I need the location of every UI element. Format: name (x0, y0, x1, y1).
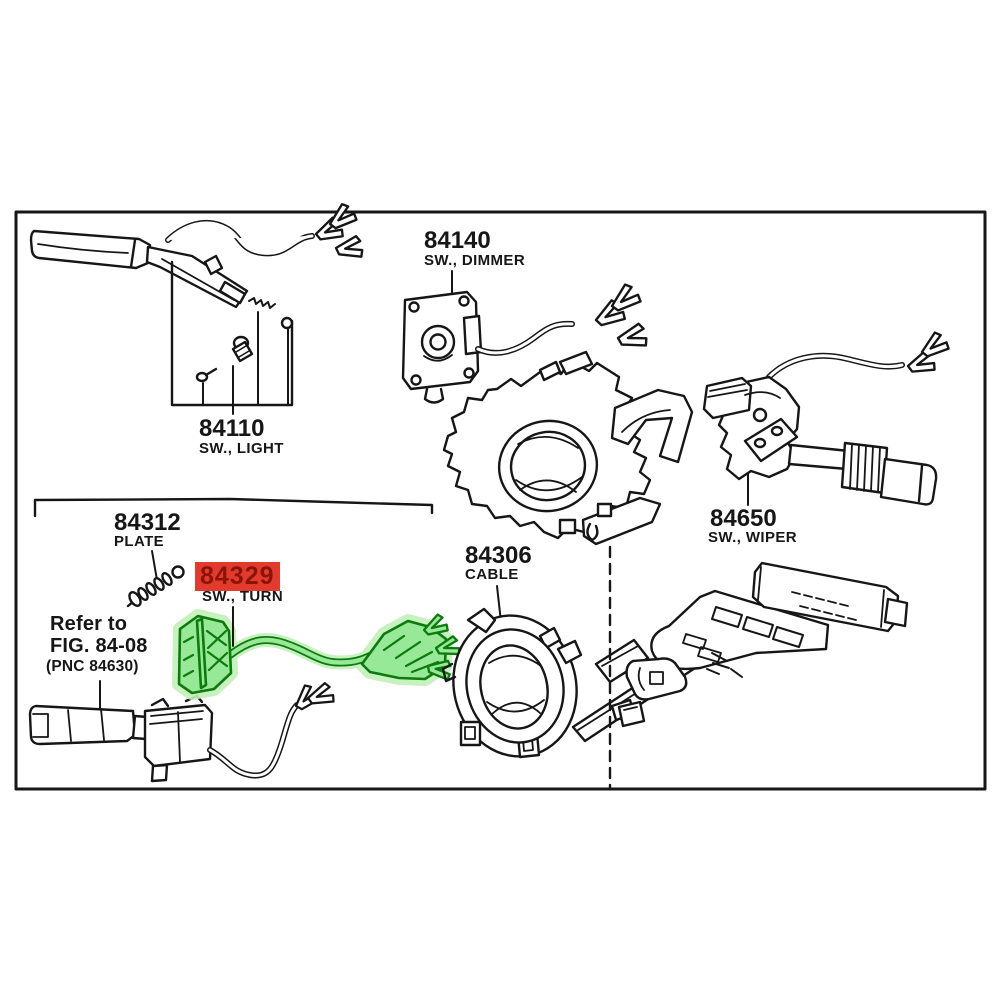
label-84110-code: 84110 (199, 415, 265, 442)
note-refer-line1: Refer to (50, 613, 128, 635)
leader-lines-84110 (202, 311, 289, 415)
label-84329-code-highlighted: 84329 (195, 562, 280, 592)
mount-bracket-drawing (617, 589, 830, 728)
label-84312-name: PLATE (114, 533, 165, 550)
label-84650-name: SW., WIPER (708, 529, 798, 546)
fork-connector-icon (614, 321, 649, 351)
label-84306-name: CABLE (465, 566, 519, 583)
lever-switch-drawing (28, 680, 337, 783)
combination-switch-housing-drawing (442, 350, 694, 546)
note-refer-line3: (PNC 84630) (46, 658, 139, 675)
plate-screw-drawing (126, 550, 185, 608)
wiper-switch-drawing (702, 328, 952, 506)
label-84140-code: 84140 (424, 227, 491, 254)
group-bracket-line (33, 497, 434, 518)
label-84110-name: SW., LIGHT (199, 440, 284, 457)
label-84650-code: 84650 (710, 505, 777, 532)
label-84312-code: 84312 (114, 509, 181, 536)
dimmer-switch-drawing (401, 270, 649, 404)
label-84329-name: SW., TURN (202, 588, 284, 605)
fork-connector-icon (333, 234, 365, 260)
light-switch-drawing (29, 199, 365, 415)
diagram-border (14, 210, 987, 791)
turn-switch-highlighted-drawing (172, 606, 462, 700)
label-84140-name: SW., DIMMER (424, 252, 526, 269)
leader-line-84312 (151, 550, 158, 581)
terminal-block-drawing (751, 561, 909, 633)
label-84306-code: 84306 (465, 542, 532, 569)
note-refer-line2: FIG. 84-08 (50, 635, 148, 657)
